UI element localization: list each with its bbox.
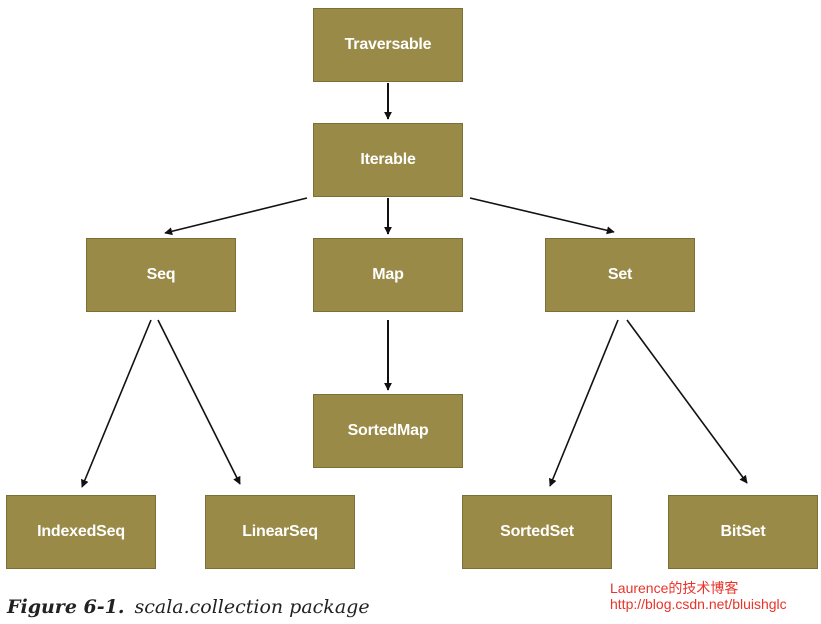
- edge-seq-linearseq: [157, 319, 241, 485]
- figure-caption-text: scala.collection package: [134, 596, 370, 618]
- edge-set-bitset: [626, 319, 748, 484]
- edge-iterable-set: [469, 197, 615, 235]
- node-iterable: Iterable: [313, 123, 463, 197]
- node-bitset: BitSet: [668, 495, 818, 569]
- figure-number: Figure 6-1.: [7, 596, 125, 618]
- node-set: Set: [545, 238, 695, 312]
- node-traversable: Traversable: [313, 8, 463, 82]
- watermark: Laurence的技术博客 http://blog.csdn.net/bluis…: [610, 580, 787, 612]
- node-sortedset: SortedSet: [462, 495, 612, 569]
- edge-seq-indexedseq: [81, 319, 152, 488]
- node-label: Map: [372, 266, 404, 283]
- node-label: BitSet: [720, 523, 766, 540]
- node-seq: Seq: [86, 238, 236, 312]
- node-label: LinearSeq: [242, 523, 318, 540]
- node-map: Map: [313, 238, 463, 312]
- node-label: Traversable: [344, 36, 432, 53]
- node-label: SortedMap: [347, 422, 429, 439]
- watermark-line-1: Laurence的技术博客: [610, 580, 739, 596]
- node-label: IndexedSeq: [37, 523, 125, 540]
- node-linearseq: LinearSeq: [205, 495, 355, 569]
- node-indexedseq: IndexedSeq: [6, 495, 156, 569]
- figure-caption: Figure 6-1. scala.collection package: [7, 596, 370, 618]
- node-label: Seq: [146, 266, 176, 283]
- node-label: SortedSet: [500, 523, 574, 540]
- node-label: Iterable: [360, 151, 416, 168]
- watermark-line-2: http://blog.csdn.net/bluishglc: [610, 596, 787, 612]
- edge-iterable-seq: [164, 197, 308, 236]
- node-sortedmap: SortedMap: [313, 394, 463, 468]
- node-label: Set: [607, 266, 633, 283]
- edge-set-sortedset: [549, 319, 619, 487]
